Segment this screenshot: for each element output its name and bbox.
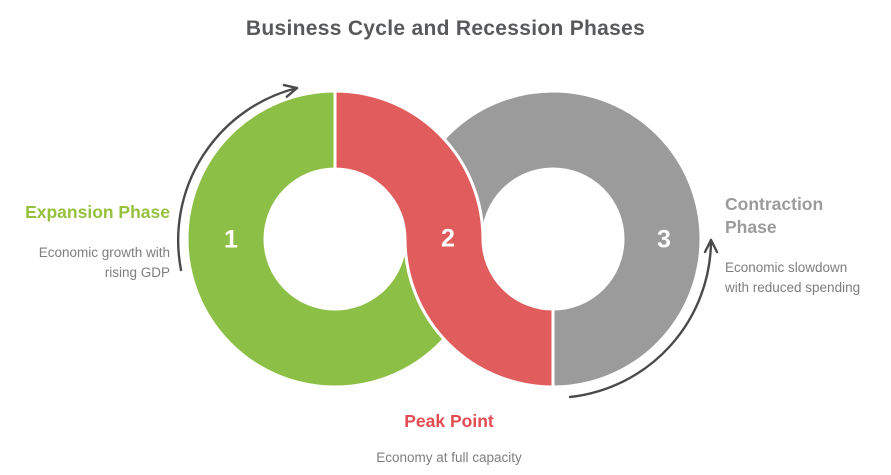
expansion-phase-description: Economic growth with rising GDP xyxy=(38,245,170,280)
phase-number-2: 2 xyxy=(441,224,455,253)
peak-point-heading: Peak Point xyxy=(404,411,494,431)
phase-number-1: 1 xyxy=(224,225,238,254)
expansion-phase-label: Expansion Phase Economic growth with ris… xyxy=(10,201,170,283)
peak-band xyxy=(333,89,555,389)
page-title: Business Cycle and Recession Phases xyxy=(245,17,646,40)
contraction-cycle-arrow-icon xyxy=(568,238,719,399)
expansion-phase-heading: Expansion Phase xyxy=(25,202,170,222)
phase-number-3: 3 xyxy=(657,225,671,254)
peak-point-label: Peak Point Economy at full capacity xyxy=(339,410,559,468)
peak-point-description: Economy at full capacity xyxy=(376,450,522,465)
expansion-cycle-arrow-icon xyxy=(176,83,299,272)
contraction-phase-label: Contraction Phase Economic slowdown with… xyxy=(725,193,885,298)
contraction-phase-heading: Contraction Phase xyxy=(725,194,824,237)
contraction-phase-description: Economic slowdown with reduced spending xyxy=(725,260,861,295)
